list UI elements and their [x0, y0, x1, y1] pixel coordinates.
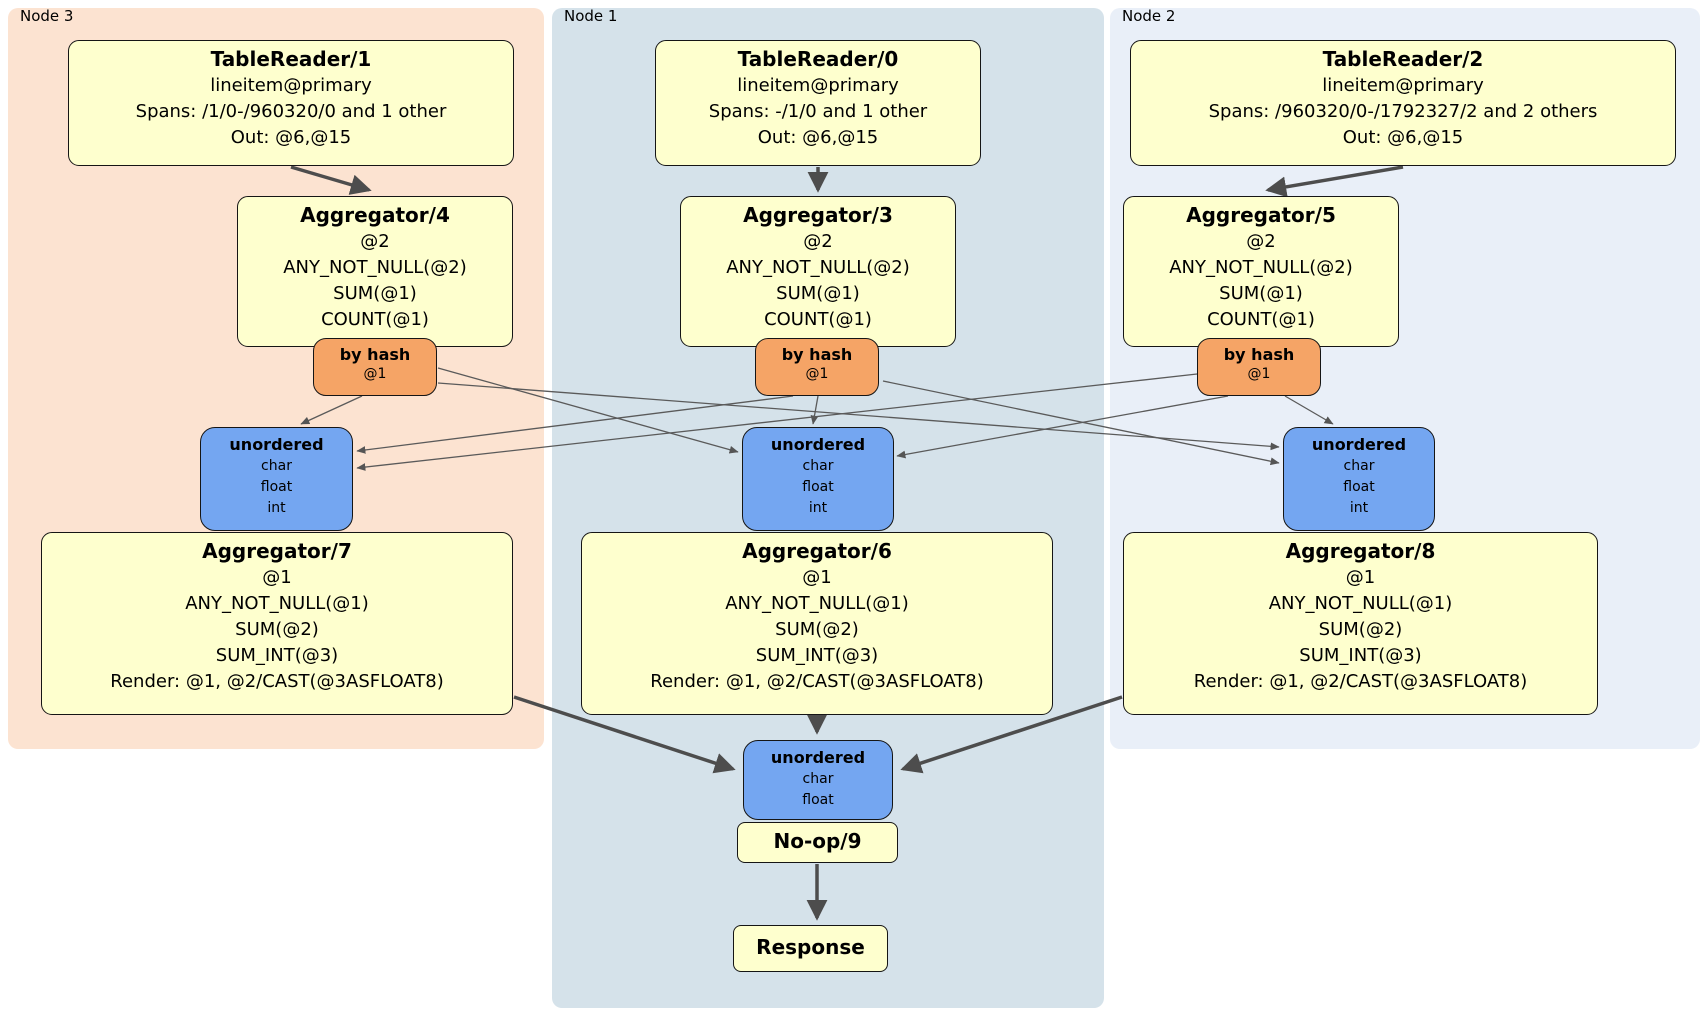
noop-box: No-op/9: [737, 822, 898, 863]
node2-label: Node 2: [1122, 7, 1176, 25]
processor-title: Aggregator/7: [202, 539, 352, 563]
sync-column: float: [260, 479, 293, 495]
processor-line: @2: [360, 231, 390, 252]
node1-label: Node 1: [564, 7, 618, 25]
processor-line: SUM(@1): [1219, 283, 1303, 304]
router-key: @1: [1247, 366, 1271, 382]
node3-label: Node 3: [20, 7, 74, 25]
processor-line: ANY_NOT_NULL(@1): [185, 593, 369, 614]
processor-title: Aggregator/5: [1186, 203, 1336, 227]
tablereader-1-box: TableReader/1 lineitem@primary Spans: /1…: [68, 40, 514, 166]
processor-line: SUM(@1): [776, 283, 860, 304]
hash-router-node3: by hash @1: [313, 338, 437, 396]
processor-title: Aggregator/8: [1285, 539, 1436, 563]
aggregator-8-box: Aggregator/8 @1 ANY_NOT_NULL(@1) SUM(@2)…: [1123, 532, 1598, 715]
processor-line: COUNT(@1): [321, 309, 429, 330]
sync-column: float: [1343, 479, 1375, 495]
processor-line: @1: [262, 567, 292, 588]
processor-title: Aggregator/6: [742, 539, 892, 563]
sync-column: char: [802, 458, 834, 474]
router-key: @1: [805, 366, 829, 382]
processor-title: TableReader/2: [1322, 47, 1484, 71]
processor-line: Render: @1, @2/CAST(@3ASFLOAT8): [110, 671, 444, 692]
processor-line: lineitem@primary: [1322, 75, 1484, 96]
sync-column: int: [808, 500, 828, 516]
processor-line: Out: @6,@15: [1342, 127, 1464, 148]
router-title: by hash: [1223, 345, 1295, 364]
sync-title: unordered: [770, 748, 866, 767]
unordered-sync-node2: unordered char float int: [1283, 427, 1435, 531]
sync-title: unordered: [770, 435, 866, 454]
sync-column: float: [802, 792, 834, 808]
processor-line: SUM_INT(@3): [1299, 645, 1422, 666]
processor-line: SUM(@2): [1318, 619, 1403, 640]
hash-router-node2: by hash @1: [1197, 338, 1321, 396]
processor-title: Aggregator/3: [743, 203, 893, 227]
processor-line: @1: [802, 567, 832, 588]
aggregator-4-box: Aggregator/4 @2 ANY_NOT_NULL(@2) SUM(@1)…: [237, 196, 513, 347]
processor-line: ANY_NOT_NULL(@2): [726, 257, 910, 278]
processor-line: Out: @6,@15: [230, 127, 352, 148]
aggregator-7-box: Aggregator/7 @1 ANY_NOT_NULL(@1) SUM(@2)…: [41, 532, 513, 715]
hash-router-node1: by hash @1: [755, 338, 879, 396]
processor-line: Render: @1, @2/CAST(@3ASFLOAT8): [650, 671, 984, 692]
response-box: Response: [733, 925, 888, 972]
processor-line: @2: [1246, 231, 1276, 252]
processor-line: COUNT(@1): [1207, 309, 1315, 330]
tablereader-2-box: TableReader/2 lineitem@primary Spans: /9…: [1130, 40, 1676, 166]
processor-title: Aggregator/4: [300, 203, 450, 227]
sync-column: char: [261, 458, 292, 474]
sync-column: char: [802, 771, 834, 787]
processor-line: @1: [1345, 567, 1376, 588]
processor-line: Spans: /1/0-/960320/0 and 1 other: [135, 101, 447, 122]
router-title: by hash: [781, 345, 853, 364]
unordered-sync-node3: unordered char float int: [200, 427, 353, 531]
processor-line: SUM(@1): [333, 283, 417, 304]
sync-title: unordered: [1311, 435, 1407, 454]
tablereader-0-box: TableReader/0 lineitem@primary Spans: -/…: [655, 40, 981, 166]
processor-line: lineitem@primary: [737, 75, 899, 96]
sync-column: int: [267, 500, 286, 516]
processor-line: COUNT(@1): [764, 309, 872, 330]
processor-line: lineitem@primary: [210, 75, 372, 96]
aggregator-6-box: Aggregator/6 @1 ANY_NOT_NULL(@1) SUM(@2)…: [581, 532, 1053, 715]
processor-line: Out: @6,@15: [757, 127, 879, 148]
processor-title: TableReader/0: [737, 47, 899, 71]
unordered-sync-node1: unordered char float int: [742, 427, 894, 531]
processor-line: Render: @1, @2/CAST(@3ASFLOAT8): [1193, 671, 1528, 692]
sync-column: int: [1349, 500, 1369, 516]
processor-line: @2: [803, 231, 833, 252]
aggregator-5-box: Aggregator/5 @2 ANY_NOT_NULL(@2) SUM(@1)…: [1123, 196, 1399, 347]
processor-line: SUM(@2): [775, 619, 859, 640]
sync-column: float: [802, 479, 834, 495]
processor-line: ANY_NOT_NULL(@1): [725, 593, 909, 614]
processor-line: ANY_NOT_NULL(@1): [1268, 593, 1453, 614]
processor-line: ANY_NOT_NULL(@2): [1169, 257, 1353, 278]
processor-line: SUM_INT(@3): [215, 645, 339, 666]
processor-line: Spans: /960320/0-/1792327/2 and 2 others: [1208, 101, 1598, 122]
final-unordered-sync: unordered char float: [743, 740, 893, 820]
router-title: by hash: [339, 345, 411, 364]
processor-title: TableReader/1: [210, 47, 372, 71]
processor-line: ANY_NOT_NULL(@2): [283, 257, 467, 278]
processor-line: SUM(@2): [235, 619, 319, 640]
processor-line: SUM_INT(@3): [755, 645, 879, 666]
aggregator-3-box: Aggregator/3 @2 ANY_NOT_NULL(@2) SUM(@1)…: [680, 196, 956, 347]
sync-title: unordered: [229, 435, 324, 454]
sync-column: char: [1343, 458, 1375, 474]
router-key: @1: [363, 366, 387, 382]
processor-line: Spans: -/1/0 and 1 other: [708, 101, 928, 122]
